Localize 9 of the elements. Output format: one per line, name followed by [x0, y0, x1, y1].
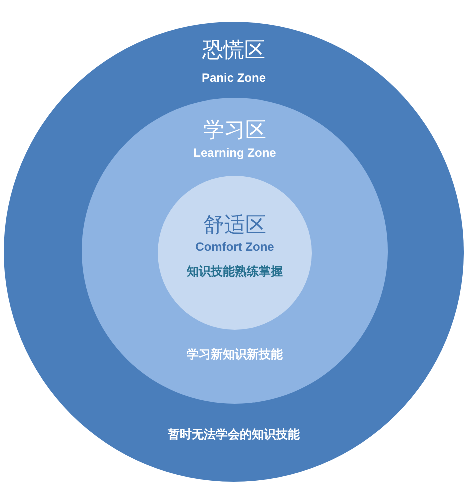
zone-title: 学习区 — [204, 117, 266, 144]
zone-title: 舒适区 — [204, 212, 266, 239]
zone-description: 暂时无法学会的知识技能 — [168, 426, 300, 444]
zone-subtitle: Comfort Zone — [196, 240, 274, 254]
zone-title: 恐慌区 — [202, 37, 266, 64]
zone-subtitle: Panic Zone — [202, 71, 266, 85]
zone-subtitle: Learning Zone — [194, 146, 276, 160]
zone-description: 知识技能熟练掌握 — [187, 264, 283, 280]
zone-description: 学习新知识新技能 — [187, 346, 283, 364]
